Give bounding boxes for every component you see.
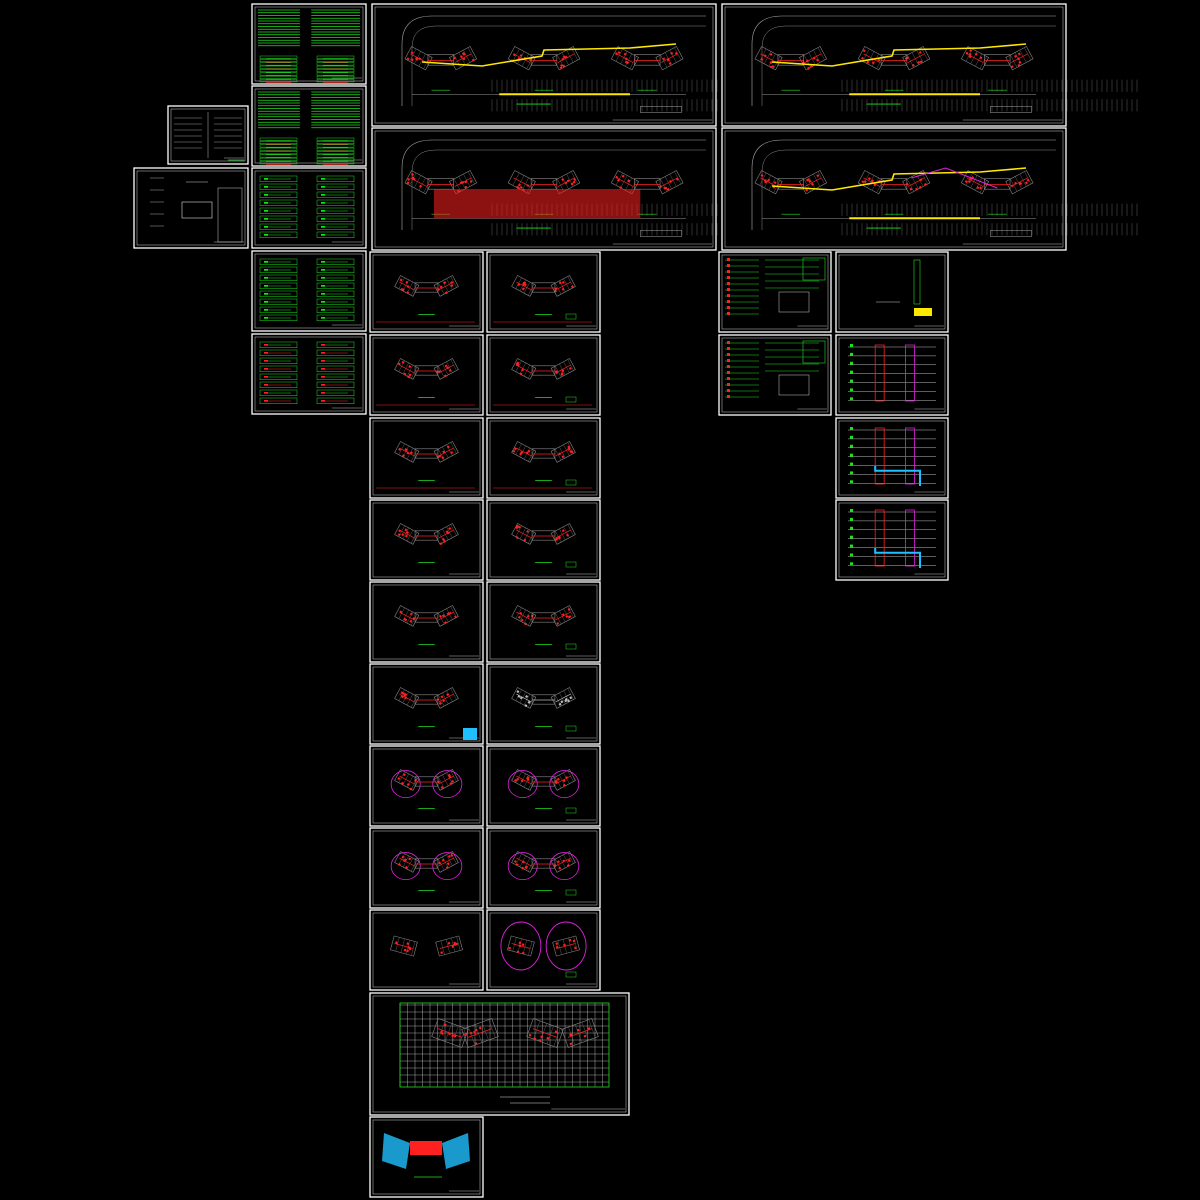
floor-plan-sheet [369, 581, 484, 663]
floor-plan-sheet [486, 334, 601, 416]
site-plan-sheet [371, 3, 788, 127]
floor-plan-sheet [486, 251, 601, 333]
floor-plan-sheet [369, 827, 484, 909]
floor-plan-sheet [369, 909, 484, 991]
schedule-sheet [251, 333, 367, 415]
floor-plan-sheet [486, 417, 601, 499]
floor-plan-sheet [486, 581, 601, 663]
schedule-sheet [251, 3, 367, 85]
floor-plan-sheet [486, 499, 601, 581]
floor-plan-sheet [486, 745, 601, 827]
schedule-sheet [251, 250, 367, 332]
riser-sheet [835, 499, 949, 581]
schedule-sheet [251, 85, 367, 167]
floor-plan-sheet [369, 417, 484, 499]
site-plan-sheet [721, 3, 1138, 127]
floor-plan-sheet [369, 663, 484, 745]
riser-sheet [835, 417, 949, 499]
legend-sheet [835, 251, 949, 333]
schedule-sheet [251, 167, 367, 249]
cover-sheet [133, 167, 249, 249]
floor-plan-sheet [369, 745, 484, 827]
schedule-sheet [718, 251, 832, 333]
floor-plan-sheet [369, 499, 484, 581]
roof-plan-sheet [369, 1116, 484, 1198]
floor-plan-sheet [486, 827, 601, 909]
site-plan-sheet [371, 127, 788, 251]
structural-grid-sheet [369, 992, 630, 1116]
riser-sheet [835, 334, 949, 416]
floor-plan-sheet [369, 251, 484, 333]
site-plan-sheet [721, 127, 1138, 251]
schedule-sheet [718, 334, 832, 416]
floor-plan-sheet [486, 663, 601, 745]
floor-plan-sheet [369, 334, 484, 416]
floor-plan-sheet [486, 909, 601, 991]
text-sheet [167, 105, 249, 165]
drawing-frames [133, 3, 1138, 1198]
